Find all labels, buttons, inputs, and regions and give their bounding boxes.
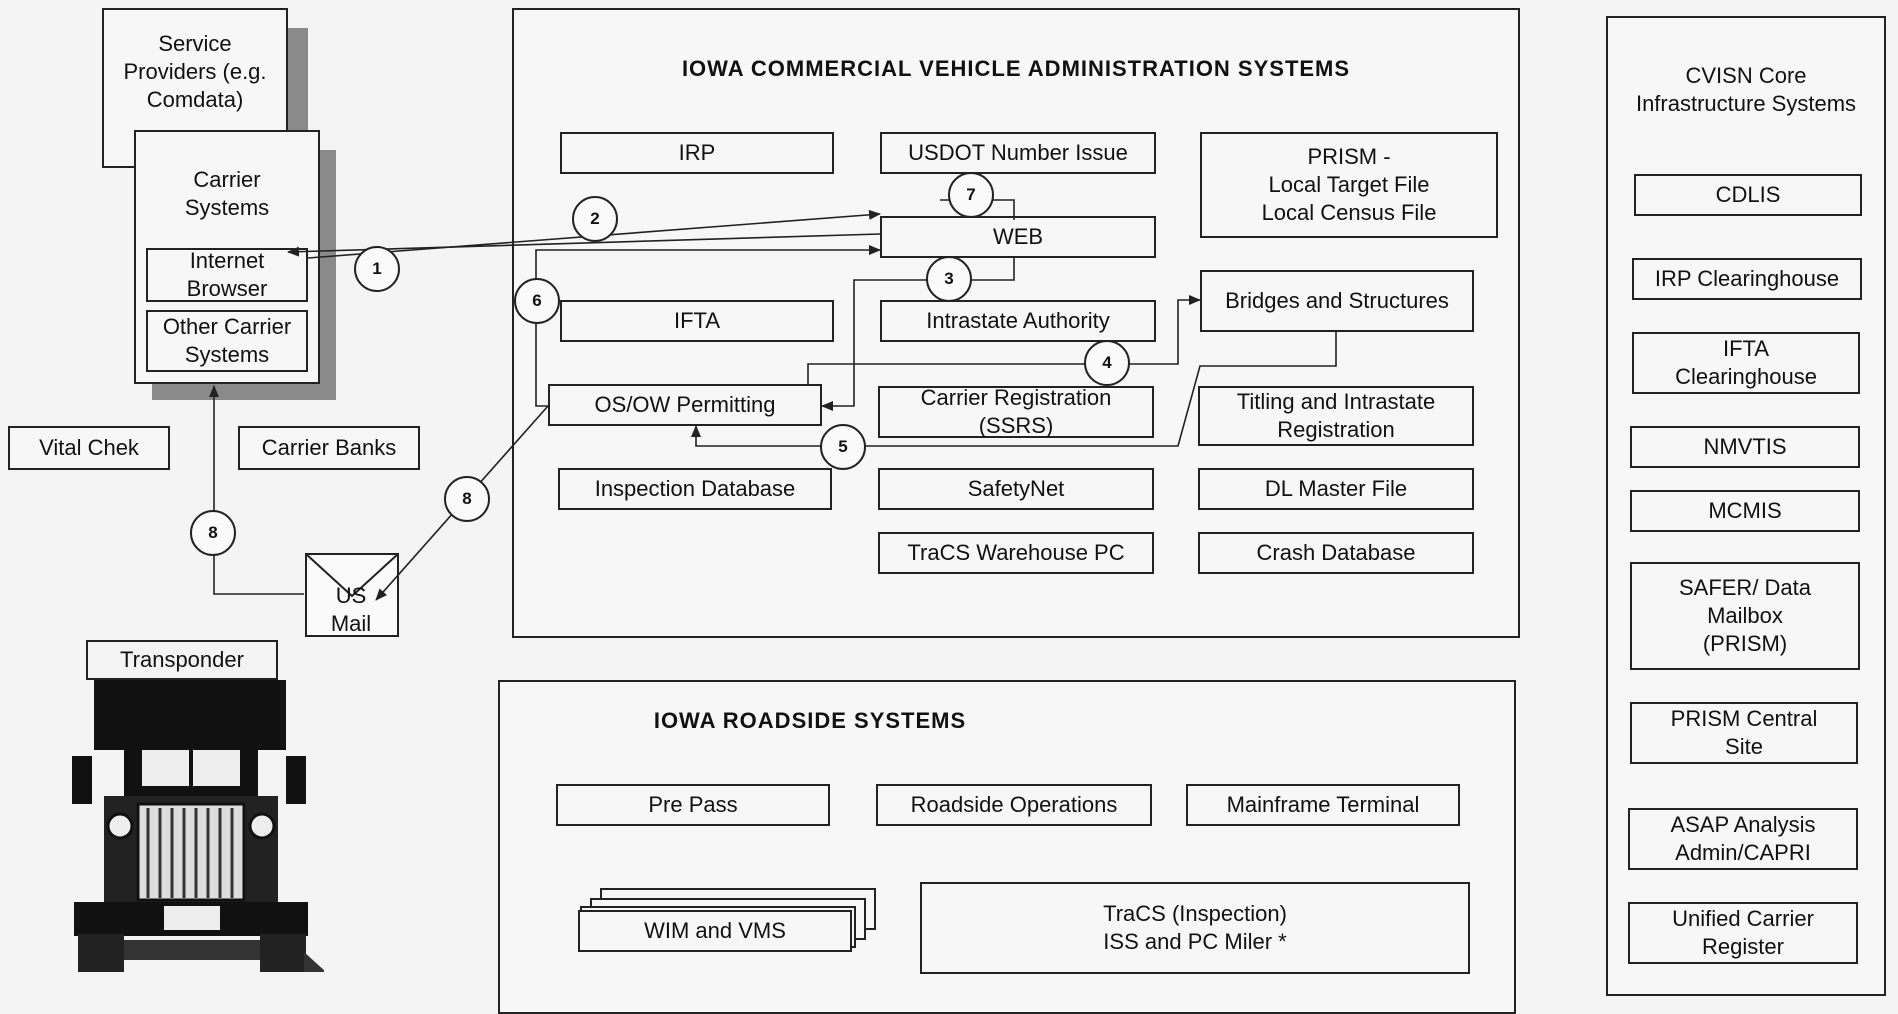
flow-7-marker: 7 — [948, 172, 994, 218]
flow-5-marker: 5 — [820, 424, 866, 470]
flow-8-marker-carrier: 8 — [190, 510, 236, 556]
flow-3-marker: 3 — [926, 256, 972, 302]
flow-8-marker-mail: 8 — [444, 476, 490, 522]
flow-8-carrier-arrow — [214, 386, 304, 594]
flow-4-arrow — [808, 300, 1200, 384]
flow-5-arrow — [696, 332, 1336, 446]
flow-6-arrow — [536, 250, 880, 406]
flow-2-marker: 2 — [572, 196, 618, 242]
flow-4-marker: 4 — [1084, 340, 1130, 386]
flow-1-marker: 1 — [354, 246, 400, 292]
flow-3-arrow — [822, 258, 1014, 406]
flow-6-marker: 6 — [514, 278, 560, 324]
